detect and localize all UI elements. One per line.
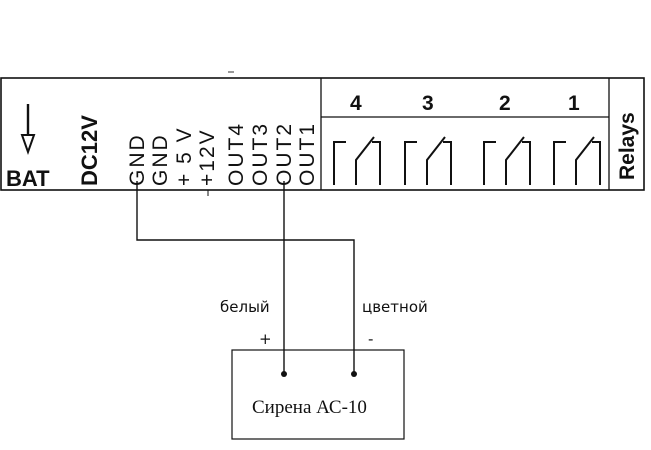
controller-frame [0,77,645,191]
relay-contact-icon-4 [333,136,381,185]
relay-contact-icon-1 [553,136,601,185]
controller-block: BAT DC12V GND GND + 5 V +12V OUT4 OUT3 O… [0,77,645,196]
pin-gnd-1: GND [126,133,149,186]
pin-out1: OUT1 [296,122,319,186]
siren-frame [231,349,405,440]
relay-number-4: 4 [350,92,362,115]
relay-contact-icon-2 [483,136,531,185]
relay-number-2: 2 [499,92,511,115]
pin-out2: OUT2 [273,122,296,186]
bat-label: BAT [6,166,50,191]
minus-terminal-label: - [368,330,373,348]
pin-gnd-2: GND [149,133,172,186]
plus-terminal-label: + [259,330,272,348]
battery-arrow-icon [20,104,36,156]
siren-label: Сирена АС-10 [252,397,367,418]
minus-terminal-dot [351,371,357,377]
siren-block: Сирена АС-10 [231,349,405,440]
pin-out4: OUT4 [225,122,248,186]
wire-white-label: белый [220,298,270,316]
relays-label: Relays [616,112,639,180]
plus-terminal-dot [281,371,287,377]
pin-12v: +12V [196,128,219,186]
pin-5v: + 5 V [173,126,196,186]
relay-number-3: 3 [422,92,434,115]
pin-out3: OUT3 [249,122,272,186]
wire-gnd-to-minus [136,181,355,375]
relay-contact-icon-3 [404,136,452,185]
pin-labels: GND GND + 5 V +12V OUT4 OUT3 OUT2 OUT1 [126,122,319,186]
dc12v-label: DC12V [77,115,102,186]
wires [136,181,355,375]
relay-number-1: 1 [568,92,580,115]
wire-colored-label: цветной [362,298,428,316]
